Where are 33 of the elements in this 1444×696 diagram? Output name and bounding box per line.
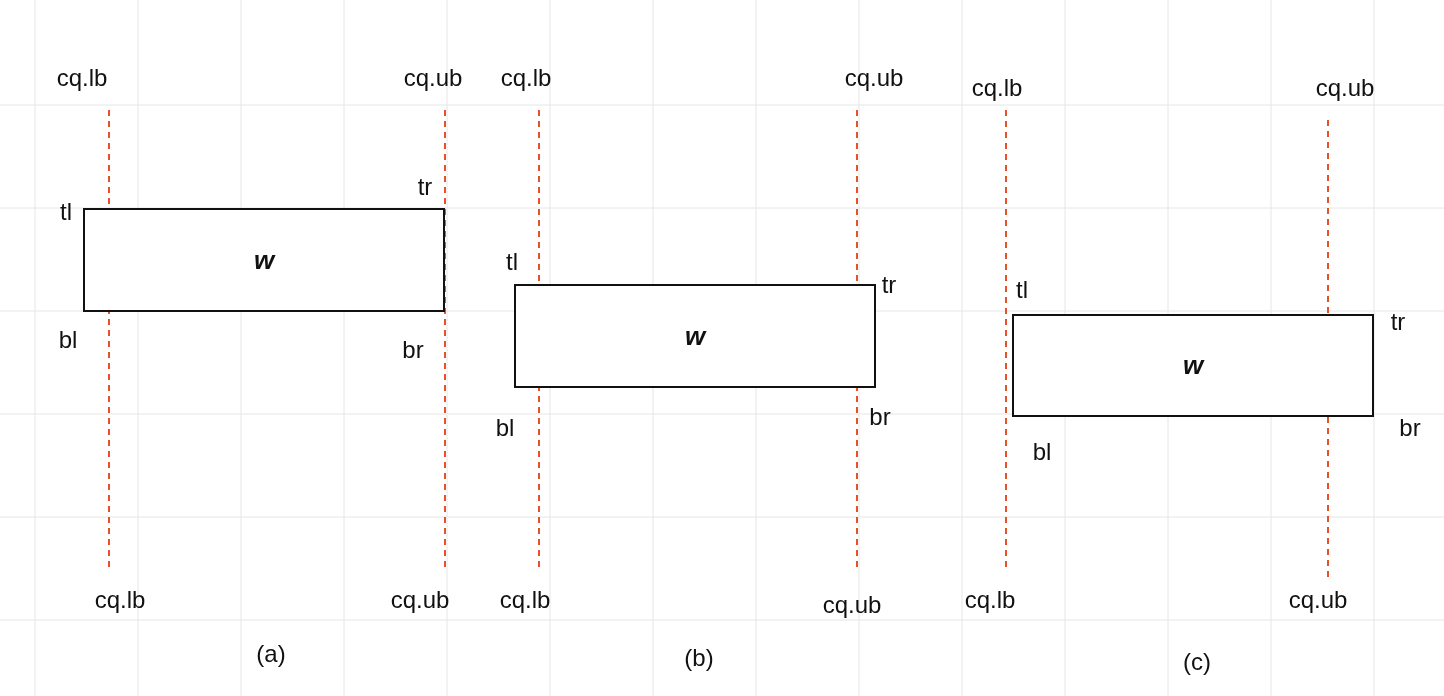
rectangle-box — [514, 284, 876, 388]
bound-label: cq.lb — [56, 66, 108, 90]
corner-label: tl — [1016, 278, 1028, 302]
panel-label: (b) — [684, 646, 714, 670]
bound-label: cq.ub — [1288, 588, 1348, 612]
corner-label: bl — [58, 328, 78, 352]
bound-label: cq.ub — [822, 593, 882, 617]
panel-label: (a) — [256, 642, 286, 666]
corner-label: br — [869, 405, 891, 429]
bound-label: cq.ub — [403, 66, 463, 90]
bound-label: cq.lb — [964, 588, 1016, 612]
rectangle-box — [83, 208, 445, 312]
node-text: w — [684, 320, 706, 352]
node-text: w — [1182, 350, 1204, 381]
corner-label: tr — [881, 273, 897, 297]
bound-label: cq.lb — [500, 66, 552, 90]
corner-label: tr — [417, 175, 433, 199]
corner-label: br — [1399, 416, 1421, 440]
panel-label: (c) — [1183, 650, 1211, 674]
corner-label: tl — [506, 250, 518, 274]
bound-label: cq.lb — [94, 588, 146, 612]
bound-label: cq.ub — [844, 66, 904, 90]
bound-label: cq.lb — [971, 76, 1023, 100]
corner-label: tr — [1390, 310, 1406, 334]
corner-label: bl — [1032, 440, 1052, 464]
corner-label: br — [402, 338, 424, 362]
bound-label: cq.ub — [1315, 76, 1375, 100]
corner-label: bl — [495, 416, 515, 440]
corner-label: tl — [60, 200, 72, 224]
bound-label: cq.ub — [390, 588, 450, 612]
bound-label: cq.lb — [499, 588, 551, 612]
node-text: w — [253, 244, 275, 276]
rectangle-box — [1012, 314, 1374, 417]
